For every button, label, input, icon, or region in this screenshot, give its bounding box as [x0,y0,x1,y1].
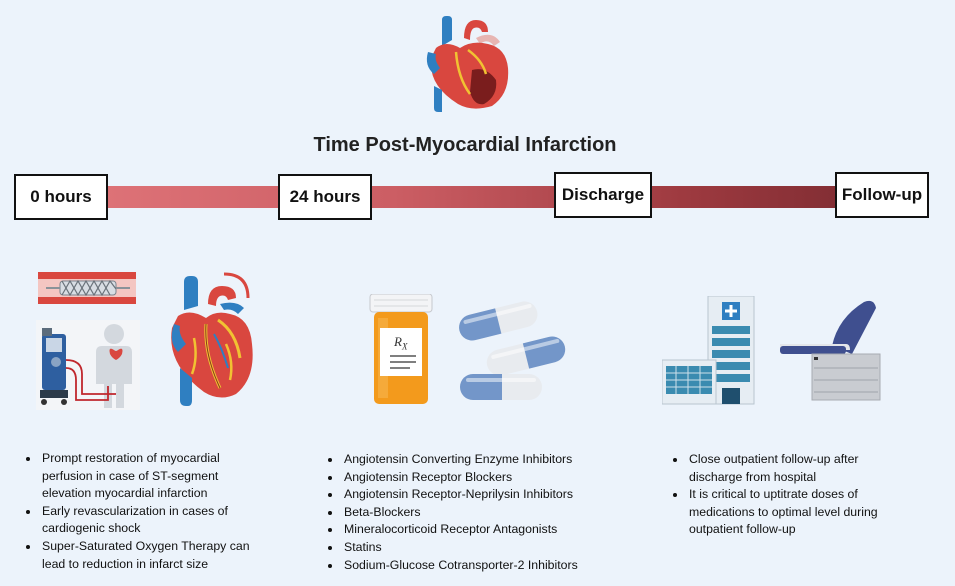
pill-bottle-icon [368,294,434,406]
exam-table-icon [778,298,882,402]
milestone-discharge: Discharge [554,172,652,218]
milestone-24-hours: 24 hours [278,174,372,220]
hospital-icon [662,296,756,406]
list-item: It is critical to uptitrate doses of med… [687,486,881,539]
list-item: Angiotensin Receptor Blockers [342,469,606,487]
list-item: Sodium-Glucose Cotransporter-2 Inhibitor… [342,557,606,575]
stent-icon [38,272,136,304]
column-discharge: Close outpatient follow-up after dischar… [671,451,881,539]
capsule-icon [456,298,572,406]
column-0-hours: Prompt restoration of myocardial perfusi… [24,450,254,573]
column-24-hours: Angiotensin Converting Enzyme Inhibitors… [326,451,606,574]
list-item: Angiotensin Receptor-Neprilysin Inhibito… [342,486,606,504]
milestone-follow-up: Follow-up [835,172,929,218]
list-item: Early revascularization in cases of card… [40,503,254,538]
list-item: Mineralocorticoid Receptor Antagonists [342,521,606,539]
list-item: Prompt restoration of myocardial perfusi… [40,450,254,503]
list-item: Super-Saturated Oxygen Therapy can lead … [40,538,254,573]
pump-patient-icon [36,320,140,410]
heart-icon [412,8,516,112]
list-item: Close outpatient follow-up after dischar… [687,451,881,486]
list-item: Angiotensin Converting Enzyme Inhibitors [342,451,606,469]
list-item: Beta-Blockers [342,504,606,522]
milestone-0-hours: 0 hours [14,174,108,220]
rx-label: RX [394,334,408,352]
diagram-title: Time Post-Myocardial Infarction [313,134,617,156]
heart-anatomy-icon [164,268,258,408]
list-item: Statins [342,539,606,557]
timeline-bar [60,186,890,208]
